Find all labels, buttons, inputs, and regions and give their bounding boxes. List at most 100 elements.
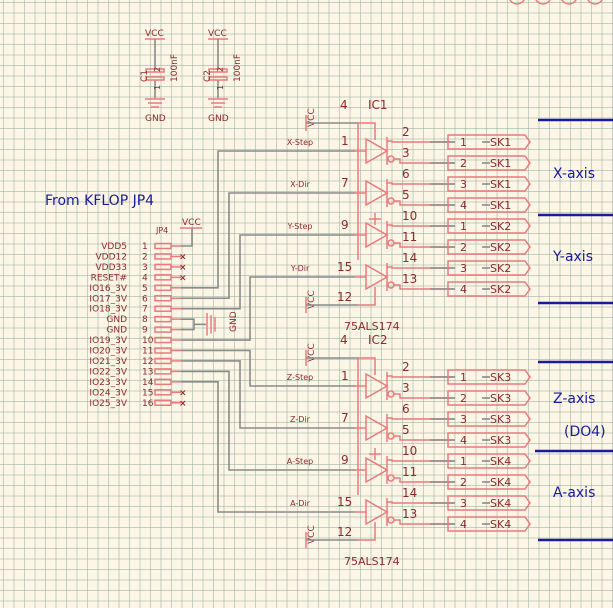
- output-pin-number: 14: [402, 486, 417, 500]
- buffer-triangle: [365, 221, 389, 249]
- jp4-pin-body: [154, 347, 172, 354]
- input-pin-number: 15: [337, 495, 352, 509]
- toolbar-circle-icon[interactable]: [535, 0, 551, 5]
- jp4-pin-number: 16: [142, 399, 154, 409]
- jp4-pin-body: [154, 274, 172, 281]
- jp4-pin-body: [154, 263, 172, 271]
- buffer-triangle: [365, 137, 389, 165]
- output-negative: [394, 242, 455, 248]
- jp4-pin-name: IO16_3V: [89, 284, 127, 294]
- port-name: SK1: [490, 136, 511, 149]
- vcc-top-label: VCC: [307, 108, 317, 127]
- output-pin-number: 13: [402, 272, 417, 286]
- jp4-pin-name: IO17_3V: [89, 294, 127, 304]
- output-negative: [394, 519, 455, 525]
- output-negative: [394, 200, 455, 206]
- jp4-pin-number: 10: [142, 336, 154, 346]
- output-pin-number: 10: [402, 209, 417, 223]
- axis-note: (DO4): [564, 424, 606, 440]
- jp4-pin-number: 1: [142, 242, 148, 252]
- vcc-label: VCC: [208, 29, 227, 39]
- cap-plate-bottom: [145, 76, 165, 81]
- jp4-to-ic2-wire: [181, 360, 355, 429]
- output-pin-number: 6: [402, 167, 410, 181]
- output-pin-number: 5: [402, 188, 410, 202]
- gnd-label: GND: [145, 114, 166, 124]
- jp4-to-ic2-wire: [181, 349, 355, 387]
- jp4-to-ic1-wire: [181, 234, 355, 310]
- toolbar-circle-icon[interactable]: [561, 0, 577, 5]
- output-negative: [394, 435, 455, 441]
- axis-name: Y-axis: [552, 249, 593, 265]
- port-number: 4: [460, 434, 467, 447]
- port-number: 3: [460, 262, 467, 275]
- input-pin-number: 9: [341, 453, 349, 467]
- jp4-gnd-label: GND: [229, 311, 239, 332]
- jp4-pin-number: 6: [142, 294, 148, 304]
- jp4-pin-body: [154, 368, 172, 375]
- buffer-triangle: [365, 179, 389, 207]
- port-body: [447, 218, 531, 234]
- output-positive: [387, 501, 455, 504]
- ic-part-number: 75ALS174: [344, 320, 400, 333]
- net-label: X-Dir: [290, 180, 310, 189]
- jp4-pin-6[interactable]: IO17_3V 6: [89, 294, 181, 304]
- source-label: From KFLOP JP4: [45, 193, 154, 209]
- jp4-pin-4[interactable]: RESET#4×: [91, 273, 187, 283]
- output-negative: [394, 477, 455, 483]
- axis-label-x-axis: X-axis: [553, 166, 595, 182]
- port-name: SK2: [490, 220, 511, 233]
- port-name: SK3: [490, 371, 511, 384]
- input-pin-number: 7: [341, 411, 349, 425]
- port-body: [447, 390, 531, 406]
- port-body: [447, 197, 531, 213]
- toolbar-circle-icon[interactable]: [509, 0, 525, 5]
- port-number: 3: [460, 413, 467, 426]
- port-name: SK3: [490, 392, 511, 405]
- toolbar-circle-icon[interactable]: [587, 0, 603, 5]
- jp4-pin-name: VDD12: [96, 252, 127, 262]
- buffer-triangle: [365, 414, 389, 442]
- ic-pin-top: 4: [340, 98, 348, 112]
- buffer-triangle: [365, 372, 389, 400]
- vcc-bottom-label: VCC: [307, 290, 317, 309]
- jp4-pin-body: [154, 357, 172, 365]
- buffer-triangle: [365, 263, 389, 291]
